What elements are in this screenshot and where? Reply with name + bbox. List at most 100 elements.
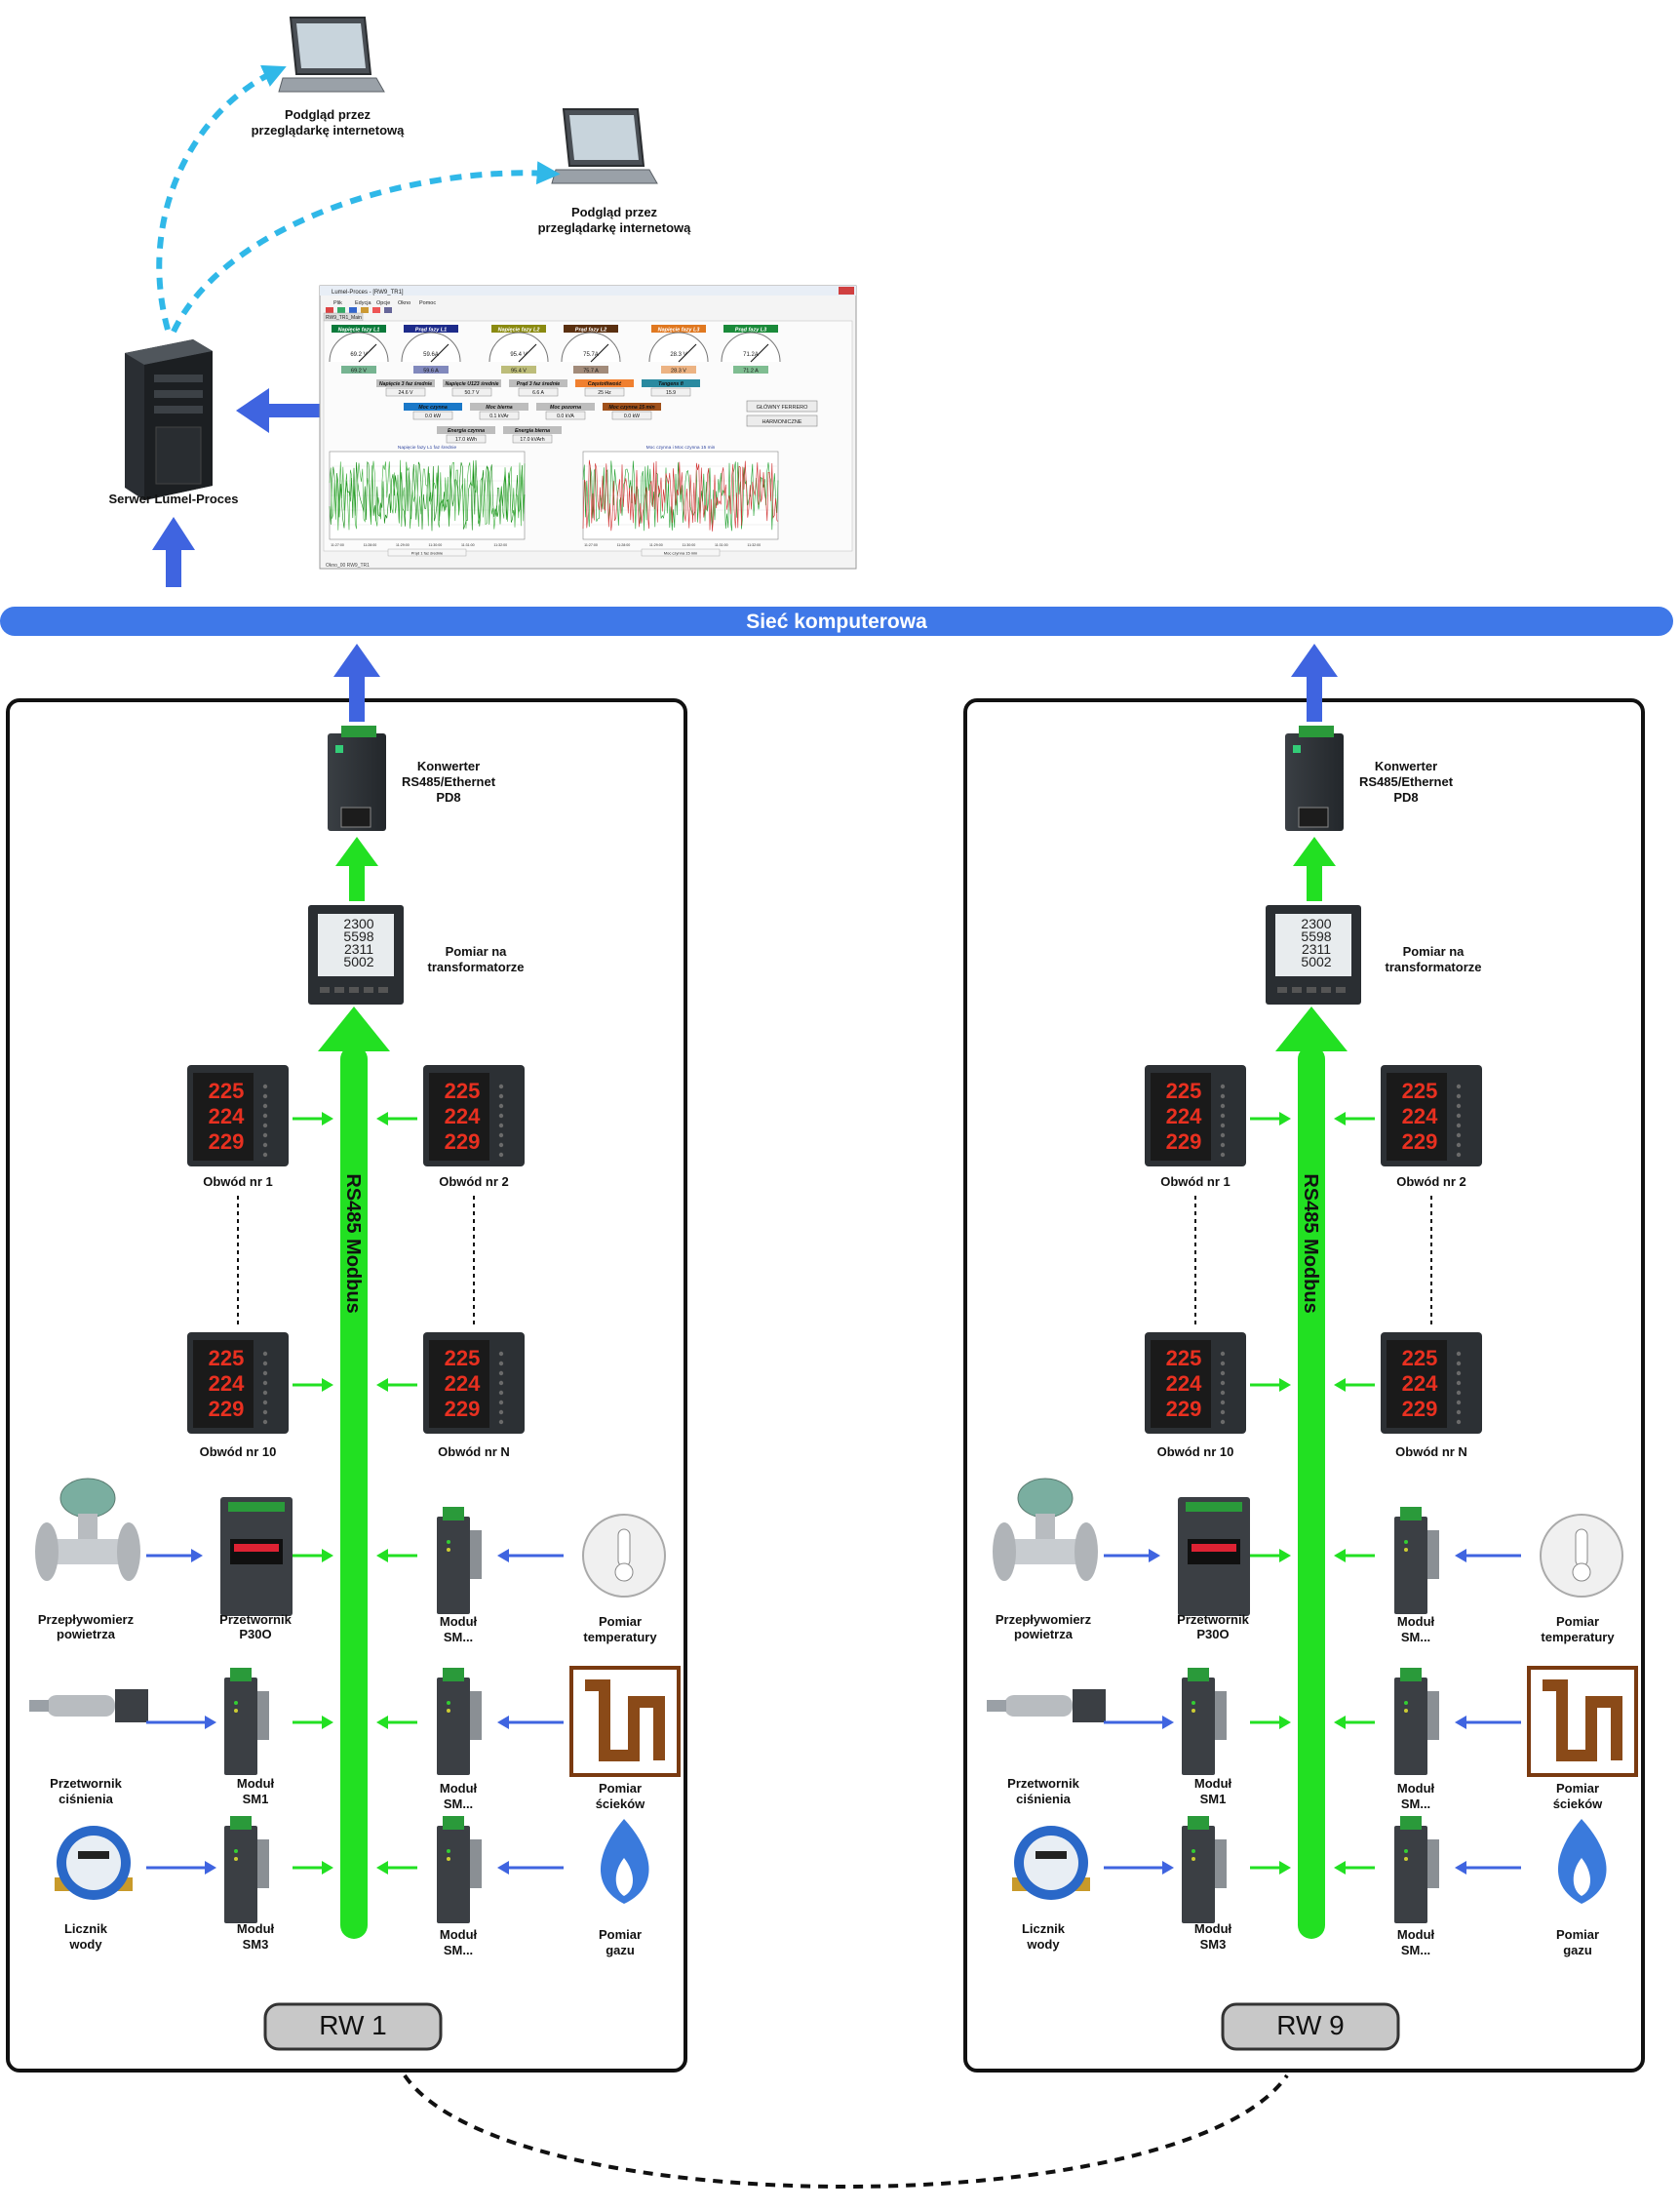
module-label: Moduł xyxy=(1397,1614,1435,1629)
value-label-bar xyxy=(575,379,634,387)
gauge-readout-box xyxy=(573,366,608,374)
toolbar-icon[interactable] xyxy=(372,307,380,313)
toolbar-icon[interactable] xyxy=(361,307,369,313)
arrow-to-bus-head xyxy=(1279,1861,1291,1875)
module-label: P30O xyxy=(1196,1627,1229,1641)
sewage-pipe-icon xyxy=(569,1666,681,1777)
arrow-to-bus-head xyxy=(1279,1549,1291,1562)
gauge-needle xyxy=(358,343,377,363)
converter-label-line1: Konwerter xyxy=(1375,759,1437,773)
screenshot-menu-item[interactable]: Edycja xyxy=(355,300,371,306)
n14-digits: 229 xyxy=(209,1129,245,1154)
chart-x-tick: 11:27:00 xyxy=(584,543,598,547)
station-badge xyxy=(1221,2002,1400,2051)
n14-digits: 225 xyxy=(1166,1346,1202,1370)
chart-x-tick: 11:30:00 xyxy=(428,543,442,547)
gauge-readout: 75.7 A xyxy=(583,369,599,375)
sm-module-icon xyxy=(437,1507,482,1614)
value-text: 6.6 A xyxy=(532,390,544,396)
meter-digits: 5002 xyxy=(1301,954,1331,969)
arrow-to-bus-head xyxy=(376,1378,388,1392)
sensor-label: wody xyxy=(68,1937,102,1952)
gas-flame-icon xyxy=(1557,1819,1607,1904)
arrow-sensor-to-module-head xyxy=(1149,1549,1160,1562)
module-label: Moduł xyxy=(440,1781,478,1796)
screenshot-menu-item[interactable]: Okno xyxy=(398,300,410,306)
converter-label-line3: PD8 xyxy=(1393,790,1418,805)
sm-module-icon xyxy=(224,1816,269,1923)
module-label: SM1 xyxy=(243,1792,269,1806)
n14-meter-icon xyxy=(1145,1332,1246,1434)
bus-label: RS485 Modbus xyxy=(1300,1173,1321,1313)
n14-digits: 225 xyxy=(445,1346,481,1370)
screenshot-button[interactable] xyxy=(746,400,818,413)
circuit-label: Obwód nr N xyxy=(1395,1444,1467,1459)
water-meter-icon xyxy=(1012,1826,1090,1900)
n14-digits: 229 xyxy=(445,1129,481,1154)
value-box xyxy=(650,387,691,397)
gauge-readout-box xyxy=(413,366,449,374)
sensor-label: temperatury xyxy=(1541,1630,1615,1644)
sm-module-icon xyxy=(224,1668,269,1775)
module-label: SM... xyxy=(444,1943,473,1957)
module-label: Moduł xyxy=(1397,1781,1435,1796)
air-flowmeter-icon xyxy=(993,1478,1098,1581)
gauge-title-bar xyxy=(404,325,458,333)
sensor-label: Przepływomierz xyxy=(38,1612,135,1627)
server-icon xyxy=(125,339,213,500)
n14-digits: 229 xyxy=(209,1397,245,1421)
value-text: 0.0 kW xyxy=(624,414,640,419)
module-label: Moduł xyxy=(440,1614,478,1629)
chart-legend-text: Prąd 1 faz średnie xyxy=(411,551,444,556)
arrow-sensor-to-module-head xyxy=(1455,1549,1466,1562)
gauge-needle xyxy=(590,343,609,363)
value-label-bar xyxy=(443,379,501,387)
toolbar-icon[interactable] xyxy=(349,307,357,313)
arrow-to-network-head xyxy=(333,644,380,677)
gauge-readout: 59.6 A xyxy=(423,369,439,375)
module-label: Przetwornik xyxy=(219,1612,292,1627)
arrow-sensor-to-module-head xyxy=(497,1549,509,1562)
value-box xyxy=(412,411,453,420)
laptop-label-line1: Podgląd przez xyxy=(571,205,658,219)
toolbar-icon[interactable] xyxy=(326,307,333,313)
screenshot-tab[interactable]: RW9_TR1_Main xyxy=(326,315,362,321)
arrow-sensor-to-module-head xyxy=(497,1716,509,1729)
module-label: Moduł xyxy=(237,1921,275,1936)
rs485-bus xyxy=(340,1046,368,1939)
chart-x-tick: 11:27:00 xyxy=(331,543,344,547)
gauge-readout: 71.2 A xyxy=(743,369,759,375)
meter-digits: 2311 xyxy=(344,941,373,957)
sensor-label: ciśnienia xyxy=(59,1792,113,1806)
transformer-meter-icon xyxy=(308,905,404,1005)
gauge-dial xyxy=(561,332,621,363)
toolbar-icon[interactable] xyxy=(337,307,345,313)
chart-x-tick: 11:30:00 xyxy=(682,543,695,547)
n14-meter-icon xyxy=(187,1332,289,1434)
module-label: Moduł xyxy=(237,1776,275,1791)
value-label-bar xyxy=(470,403,528,411)
gauge-needle xyxy=(518,343,537,363)
screenshot-menu-item[interactable]: Opcje xyxy=(376,300,390,306)
arrow-meter-to-converter xyxy=(349,860,365,901)
n14-digits: 224 xyxy=(445,1104,481,1128)
value-box xyxy=(451,387,492,397)
value-label: Energia czynna xyxy=(448,428,485,434)
gauge-value: 59.6A xyxy=(423,352,439,358)
gauge-title-bar xyxy=(564,325,618,333)
sm-module-icon xyxy=(1394,1507,1439,1614)
value-label: Napięcie 3 faz średnie xyxy=(379,381,432,387)
value-text: 25 Hz xyxy=(598,390,611,396)
gas-flame-icon xyxy=(600,1819,649,1904)
screenshot-menu-item[interactable]: Plik xyxy=(333,300,342,306)
gauge-title: Prąd fazy L2 xyxy=(575,328,606,334)
screenshot-menu-item[interactable]: Pomoc xyxy=(419,300,436,306)
sm-module-icon xyxy=(437,1816,482,1923)
toolbar-icon[interactable] xyxy=(384,307,392,313)
pressure-transmitter-icon xyxy=(987,1689,1106,1722)
chart-x-tick: 11:28:00 xyxy=(617,543,631,547)
screenshot-button[interactable] xyxy=(746,415,818,427)
p30o-transducer-icon xyxy=(1178,1497,1250,1616)
gauge-title: Napięcie fazy L2 xyxy=(498,328,540,334)
n14-digits: 224 xyxy=(1402,1104,1438,1128)
